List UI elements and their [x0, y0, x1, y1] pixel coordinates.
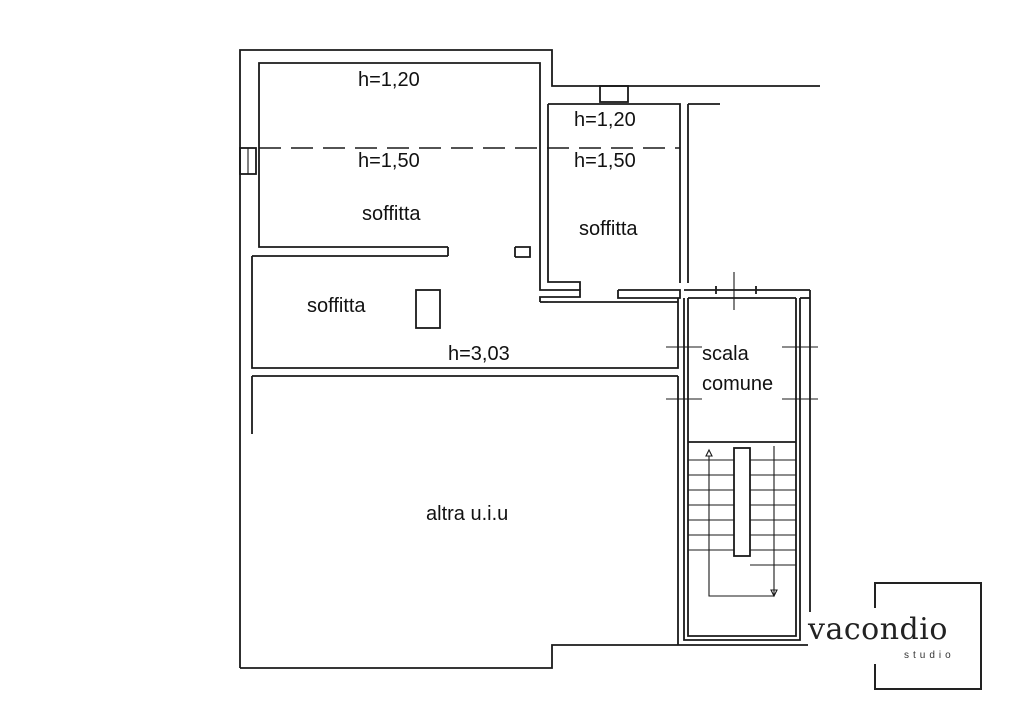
room-top-right-walls [547, 103, 720, 299]
label-stair-line1: scala [702, 343, 750, 365]
logo-frame [874, 582, 982, 690]
chimney [415, 289, 441, 329]
label-room-middle: soffitta [307, 295, 366, 317]
label-height-top-right-low: h=1,50 [574, 150, 636, 172]
label-stair-line2: comune [702, 373, 773, 395]
logo-subtitle: studio [904, 650, 955, 661]
label-height-middle: h=3,03 [448, 343, 510, 365]
label-room-top-right: soffitta [579, 218, 638, 240]
label-room-top-left: soffitta [362, 203, 421, 225]
outer-walls [239, 49, 820, 669]
label-height-top-left-low: h=1,50 [358, 150, 420, 172]
label-height-top-right-high: h=1,20 [574, 109, 636, 131]
staircase [688, 446, 796, 598]
label-height-top-left-high: h=1,20 [358, 69, 420, 91]
room-top-left-walls [252, 62, 581, 302]
stair-shaft-walls [666, 272, 818, 645]
room-middle-walls [251, 256, 679, 434]
windows [239, 85, 629, 175]
logo-name: vacondio [808, 612, 968, 648]
label-lower-unit: altra u.i.u [426, 503, 508, 525]
